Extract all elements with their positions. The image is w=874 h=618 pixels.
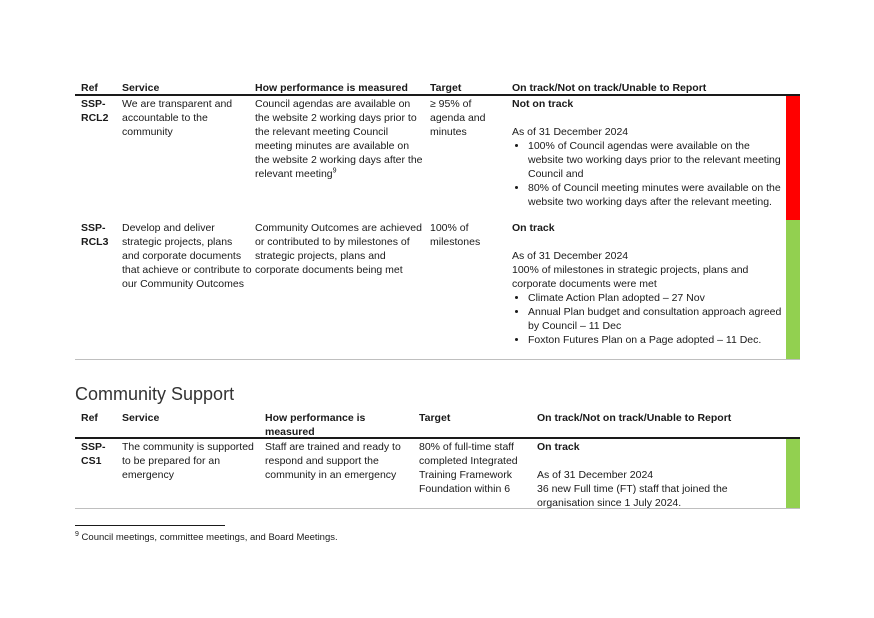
- header-rule: [75, 94, 800, 96]
- status-label: Not on track: [512, 98, 574, 110]
- header-status: On track/Not on track/Unable to Report: [512, 82, 707, 94]
- header-status: On track/Not on track/Unable to Report: [537, 412, 732, 424]
- status-bullets: 100% of Council agendas were available o…: [512, 139, 784, 209]
- table-row: SSP- RCL2 We are transparent and account…: [75, 96, 800, 220]
- footnote-text: Council meetings, committee meetings, an…: [78, 532, 338, 543]
- list-item: 100% of Council agendas were available o…: [528, 139, 784, 181]
- list-item: 80% of Council meeting minutes were avai…: [528, 181, 784, 209]
- status-body: 36 new Full time (FT) staff that joined …: [537, 483, 728, 509]
- list-item: Climate Action Plan adopted – 27 Nov: [528, 291, 784, 305]
- row-status-cell: On track As of 31 December 2024 100% of …: [512, 221, 784, 347]
- footnote-separator: [75, 525, 225, 526]
- header-target: Target: [419, 412, 451, 424]
- row-ref: SSP- RCL3: [81, 222, 109, 248]
- table-header: Ref Service How performance is measured …: [75, 411, 800, 439]
- status-color-bar: [786, 220, 800, 360]
- table-row: SSP- CS1 The community is supported to b…: [75, 439, 800, 510]
- row-status-cell: Not on track As of 31 December 2024 100%…: [512, 97, 784, 209]
- table-header: Ref Service How performance is measured …: [75, 81, 800, 95]
- row-ref: SSP- CS1: [81, 441, 106, 467]
- header-ref: Ref: [81, 412, 98, 424]
- row-measure: Community Outcomes are achieved or contr…: [255, 222, 422, 276]
- status-date: As of 31 December 2024: [512, 126, 629, 138]
- list-item: Foxton Futures Plan on a Page adopted – …: [528, 333, 784, 347]
- row-target: ≥ 95% of agenda and minutes: [430, 98, 486, 138]
- row-target: 100% of milestones: [430, 222, 481, 248]
- row-measure: Council agendas are available on the web…: [255, 97, 423, 181]
- row-service: We are transparent and accountable to th…: [122, 98, 233, 138]
- status-color-bar: [786, 96, 800, 220]
- header-service: Service: [122, 82, 160, 94]
- status-color-bar: [786, 439, 800, 508]
- header-measure: How performance is measured: [265, 412, 366, 438]
- status-bullets: Climate Action Plan adopted – 27 Nov Ann…: [512, 291, 784, 347]
- list-item: Annual Plan budget and consultation appr…: [528, 305, 784, 333]
- performance-table-1: Ref Service How performance is measured …: [75, 81, 800, 361]
- status-label: On track: [537, 441, 580, 453]
- row-measure-text: Council agendas are available on the web…: [255, 98, 423, 180]
- header-target: Target: [430, 82, 462, 94]
- header-ref: Ref: [81, 82, 98, 94]
- footnote-ref: 9: [332, 167, 337, 175]
- section-title: Community Support: [75, 384, 235, 404]
- status-body: 100% of milestones in strategic projects…: [512, 264, 749, 290]
- row-status-cell: On track As of 31 December 2024 36 new F…: [537, 440, 777, 510]
- performance-table-2: Ref Service How performance is measured …: [75, 411, 800, 509]
- status-date: As of 31 December 2024: [512, 250, 629, 262]
- row-ref: SSP- RCL2: [81, 98, 109, 124]
- row-service: The community is supported to be prepare…: [122, 441, 254, 481]
- header-measure: How performance is measured: [255, 82, 408, 94]
- status-label: On track: [512, 222, 555, 234]
- header-rule: [75, 437, 800, 439]
- footnote: 9 Council meetings, committee meetings, …: [75, 530, 338, 544]
- row-measure: Staff are trained and ready to respond a…: [265, 441, 401, 481]
- table-bottom-rule: [75, 508, 800, 509]
- row-service: Develop and deliver strategic projects, …: [122, 222, 252, 290]
- table-bottom-rule: [75, 359, 800, 360]
- header-service: Service: [122, 412, 160, 424]
- row-target: 80% of full-time staff completed Integra…: [419, 441, 518, 495]
- status-date: As of 31 December 2024: [537, 469, 654, 481]
- footnote-marker: 9: [75, 530, 79, 538]
- table-row: SSP- RCL3 Develop and deliver strategic …: [75, 220, 800, 360]
